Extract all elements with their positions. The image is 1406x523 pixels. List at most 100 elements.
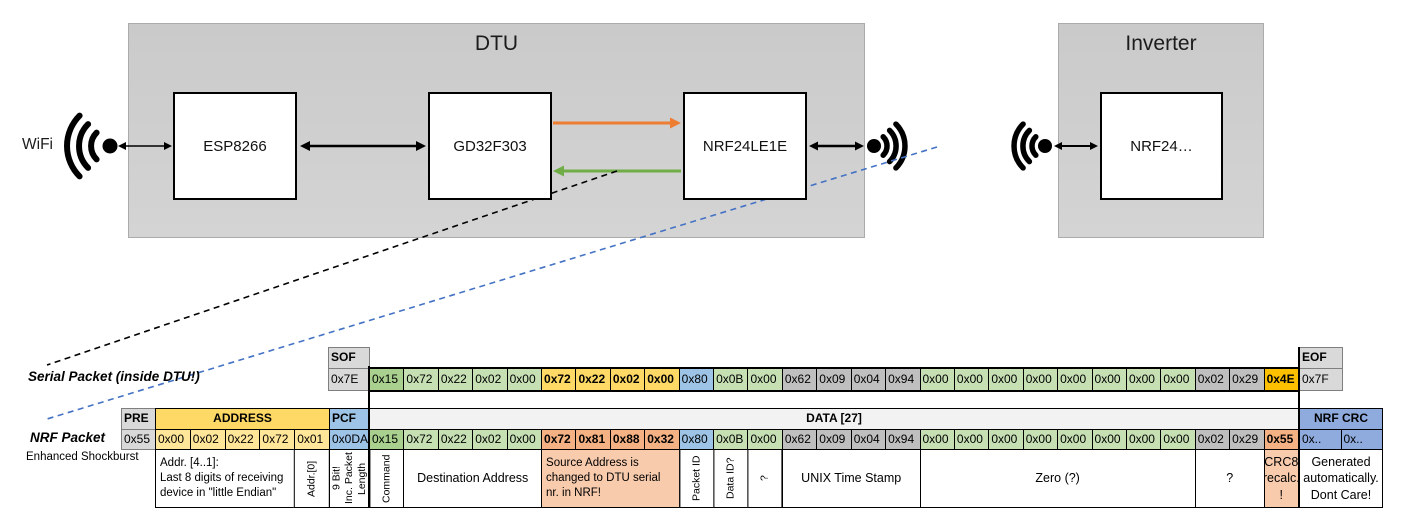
- serial-sof-byte: 0x7E: [328, 368, 370, 391]
- nrf-byte-10: 0x0B: [713, 429, 749, 450]
- nrf-byte-15: 0x94: [885, 429, 921, 450]
- serial-packet-label: Serial Packet (inside DTU!): [28, 369, 200, 384]
- nrf-byte-2: 0x22: [437, 429, 474, 450]
- nrf-byte-24: 0x02: [1194, 429, 1231, 450]
- enhanced-shockburst-label: Enhanced Shockburst: [26, 451, 139, 463]
- nrf-byte-14: 0x04: [850, 429, 887, 450]
- serial-byte-15: 0x94: [885, 368, 921, 391]
- serial-byte-19: 0x00: [1022, 368, 1059, 391]
- serial-byte-0: 0x15: [369, 368, 405, 391]
- annotation-cell: ?: [747, 449, 783, 508]
- nrf-byte-20: 0x00: [1057, 429, 1093, 450]
- serial-byte-2: 0x22: [437, 368, 474, 391]
- nrf-address-byte-3: 0x72: [259, 429, 296, 450]
- nrf-byte-8: 0x32: [644, 429, 680, 450]
- eof-header: EOF: [1299, 347, 1343, 369]
- pcf-header: PCF: [329, 408, 370, 430]
- annotation-generated-automatically-dont-car: Generated automatically. Dont Care!: [1299, 449, 1383, 508]
- nrf-byte-26: 0x55: [1263, 429, 1299, 450]
- data-header: DATA [27]: [369, 408, 1299, 430]
- serial-byte-12: 0x62: [781, 368, 818, 391]
- gd32f303-box: GD32F303: [428, 92, 552, 200]
- nrf-address-byte-0: 0x00: [155, 429, 191, 450]
- esp8266-box: ESP8266: [173, 92, 297, 200]
- inverter-nrf24-box: NRF24…: [1100, 92, 1223, 200]
- serial-byte-26: 0x4E: [1263, 368, 1299, 391]
- serial-byte-6: 0x22: [575, 368, 611, 391]
- annotation-cell: ?: [1194, 449, 1265, 508]
- nrf-pre-byte: 0x55: [121, 429, 156, 450]
- inverter-box: Inverter: [1058, 23, 1264, 238]
- serial-byte-22: 0x00: [1125, 368, 1162, 391]
- nrf-byte-12: 0x62: [781, 429, 818, 450]
- dtu-title: DTU: [474, 32, 519, 55]
- nrf-byte-18: 0x00: [988, 429, 1024, 450]
- nrf-byte-25: 0x29: [1229, 429, 1265, 450]
- nrf-byte-16: 0x00: [919, 429, 955, 450]
- annotation-packet-id: Packet ID: [678, 449, 715, 508]
- serial-byte-14: 0x04: [850, 368, 887, 391]
- nrf-byte-17: 0x00: [953, 429, 990, 450]
- serial-byte-1: 0x72: [403, 368, 439, 391]
- sof-header: SOF: [328, 347, 370, 369]
- nrf-crc-byte-1: 0x..: [1340, 429, 1383, 450]
- nrf-address-byte-4: 0x01: [294, 429, 330, 450]
- nrf-byte-13: 0x09: [816, 429, 852, 450]
- annotation-zero: Zero (?): [919, 449, 1196, 508]
- wifi-label: WiFi: [22, 136, 53, 153]
- nrf-crc-byte-0: 0x..: [1299, 429, 1342, 450]
- annotation-9-bit-inc-packet-length: 9 Bit! Inc. Packet Length: [329, 449, 370, 508]
- inverter-title: Inverter: [1125, 32, 1197, 55]
- nrf-byte-7: 0x88: [609, 429, 646, 450]
- nrf-crc-header: NRF CRC: [1299, 408, 1383, 430]
- annotation-unix-time-stamp: UNIX Time Stamp: [781, 449, 921, 508]
- serial-byte-23: 0x00: [1160, 368, 1196, 391]
- nrf-byte-4: 0x00: [506, 429, 543, 450]
- nrf-address-byte-1: 0x02: [189, 429, 226, 450]
- nrf-byte-22: 0x00: [1125, 429, 1162, 450]
- annotation-source-address-is-changed-to-dtu: Source Address is changed to DTU serial …: [541, 449, 680, 508]
- serial-byte-21: 0x00: [1091, 368, 1127, 391]
- nrf-packet-label: NRF Packet: [30, 430, 106, 445]
- serial-byte-11: 0x00: [747, 368, 783, 391]
- serial-byte-10: 0x0B: [713, 368, 749, 391]
- serial-byte-7: 0x02: [609, 368, 646, 391]
- serial-byte-20: 0x00: [1057, 368, 1093, 391]
- wifi-icon-dtu-right: [867, 121, 908, 171]
- nrf-byte-1: 0x72: [403, 429, 439, 450]
- wifi-icon-inverter: [1011, 121, 1052, 171]
- nrf-byte-9: 0x80: [678, 429, 715, 450]
- annotation-destination-address: Destination Address: [403, 449, 543, 508]
- serial-byte-9: 0x80: [678, 368, 715, 391]
- address-header: ADDRESS: [155, 408, 330, 430]
- serial-byte-4: 0x00: [506, 368, 543, 391]
- serial-byte-17: 0x00: [953, 368, 990, 391]
- nrf-byte-11: 0x00: [747, 429, 783, 450]
- nrf-pcf-byte: 0x0DA: [329, 429, 370, 450]
- serial-byte-8: 0x00: [644, 368, 680, 391]
- wifi-icon-dtu-left: [64, 112, 118, 180]
- nrf-byte-3: 0x02: [472, 429, 508, 450]
- nrf-byte-5: 0x72: [541, 429, 577, 450]
- annotation-addr-4-1-last-8-digits-of-receiv: Addr. [4..1]: Last 8 digits of receiving…: [155, 449, 296, 508]
- nrf-byte-6: 0x81: [575, 429, 611, 450]
- nrf-address-byte-2: 0x22: [224, 429, 261, 450]
- serial-byte-24: 0x02: [1194, 368, 1231, 391]
- payload-end-connector-line: [1297, 347, 1300, 508]
- annotation-crc8-recalc: CRC8 recalc. !: [1263, 449, 1299, 508]
- annotation-data-id: Data ID?: [713, 449, 749, 508]
- serial-byte-13: 0x09: [816, 368, 852, 391]
- nrf-byte-21: 0x00: [1091, 429, 1127, 450]
- serial-byte-25: 0x29: [1229, 368, 1265, 391]
- serial-byte-16: 0x00: [919, 368, 955, 391]
- nrf-byte-0: 0x15: [369, 429, 405, 450]
- serial-byte-3: 0x02: [472, 368, 508, 391]
- serial-byte-5: 0x72: [541, 368, 577, 391]
- nrf-byte-23: 0x00: [1160, 429, 1196, 450]
- payload-start-connector-line: [367, 366, 370, 508]
- serial-byte-18: 0x00: [988, 368, 1024, 391]
- nrf-byte-19: 0x00: [1022, 429, 1059, 450]
- pre-header: PRE: [121, 408, 156, 430]
- nrf24le1e-box: NRF24LE1E: [683, 92, 807, 200]
